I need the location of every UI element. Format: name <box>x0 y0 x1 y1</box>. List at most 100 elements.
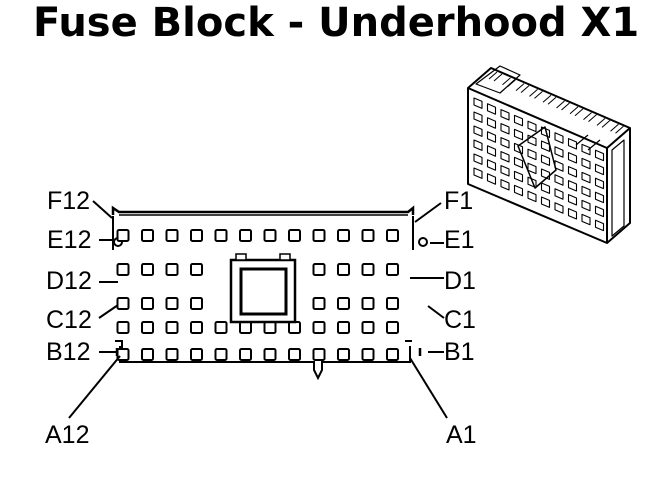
pin-cavity <box>141 348 154 361</box>
perspective-cavity <box>500 123 510 135</box>
perspective-rib <box>556 100 570 111</box>
pin-cavity <box>141 297 154 310</box>
perspective-cavity <box>581 143 591 156</box>
perspective-cavity <box>581 185 591 198</box>
perspective-cavity <box>594 163 605 176</box>
perspective-cavity <box>486 131 497 143</box>
center-latch <box>229 253 297 324</box>
pin-labels-left: F12 E12 D12 C12 B12 A12 <box>45 187 92 449</box>
perspective-cavity <box>554 160 564 172</box>
perspective-cavity <box>540 168 551 180</box>
pin-cavity <box>361 297 375 310</box>
perspective-rib <box>542 94 557 105</box>
perspective-cavity <box>554 202 564 214</box>
perspective-cavity <box>594 149 605 162</box>
pin-cavity <box>214 229 228 242</box>
pin-cavity <box>312 263 326 276</box>
perspective-cavity <box>594 191 605 204</box>
perspective-cavity <box>513 156 524 169</box>
perspective-cavity <box>473 139 483 151</box>
perspective-cavity <box>486 117 497 129</box>
pin-cavity <box>361 348 375 361</box>
perspective-cavity <box>554 174 564 186</box>
pin-cavity <box>361 263 375 276</box>
pin-cavity <box>386 297 399 310</box>
perspective-rib <box>488 71 503 82</box>
pin-cavity <box>116 297 130 310</box>
perspective-rib <box>610 123 624 134</box>
perspective-cavity <box>594 205 605 218</box>
perspective-cavity <box>500 165 510 177</box>
perspective-cavity <box>567 138 578 150</box>
pin-cavity <box>165 229 179 242</box>
perspective-cavity <box>500 179 510 191</box>
perspective-cavity <box>500 109 510 121</box>
perspective-cavity <box>554 146 564 158</box>
pin-cavity <box>361 321 375 334</box>
perspective-cavity <box>527 176 537 189</box>
pin-cavity <box>116 229 130 242</box>
perspective-cavity <box>540 196 551 208</box>
pin-cavity <box>263 348 277 361</box>
label-a12: A12 <box>45 421 89 449</box>
pin-cavity <box>386 229 399 242</box>
pin-cavity <box>190 348 203 361</box>
pin-cavity <box>239 348 252 361</box>
perspective-cavity <box>567 180 578 192</box>
perspective-cavity <box>581 171 591 184</box>
perspective-cavity <box>554 132 564 144</box>
label-f12: F12 <box>47 187 90 215</box>
pin-cavity <box>190 229 203 242</box>
connector-3d-view <box>467 65 631 244</box>
pin-cavity <box>214 321 228 334</box>
pin-cavity <box>141 263 154 276</box>
pin-cavity <box>239 321 252 334</box>
label-b12: B12 <box>46 338 90 366</box>
pin-cavity <box>165 263 179 276</box>
perspective-cavity <box>554 188 564 200</box>
pin-cavity <box>165 321 179 334</box>
perspective-cavity <box>486 103 497 115</box>
perspective-cavity <box>473 153 483 165</box>
perspective-cavity <box>581 213 591 226</box>
label-c12: C12 <box>46 306 92 334</box>
pin-cavity <box>165 297 179 310</box>
label-e1: E1 <box>444 226 475 254</box>
pin-cavity <box>263 321 277 334</box>
perspective-cavity <box>594 219 605 232</box>
label-a1: A1 <box>446 421 477 449</box>
pin-cavity <box>337 229 350 242</box>
perspective-cavity <box>567 152 578 164</box>
pin-cavity <box>263 229 277 242</box>
perspective-cavity <box>473 167 483 179</box>
perspective-cavity <box>527 190 537 203</box>
pin-cavity <box>190 321 203 334</box>
perspective-cavity <box>513 114 524 127</box>
pin-cavity <box>288 229 301 242</box>
perspective-cavity <box>567 194 578 206</box>
label-d1: D1 <box>444 267 476 295</box>
perspective-rib <box>515 83 530 93</box>
page-title: Fuse Block - Underhood X1 <box>33 0 640 46</box>
pin-cavity <box>190 263 203 276</box>
perspective-cavity <box>486 173 497 185</box>
pin-cavity <box>165 348 179 361</box>
label-e12: E12 <box>47 226 91 254</box>
pin-cavity <box>239 229 252 242</box>
leader-lines <box>68 200 448 419</box>
pin-cavity <box>288 321 301 334</box>
perspective-cavity <box>581 157 591 170</box>
pin-cavity <box>288 348 301 361</box>
perspective-cavity <box>513 184 524 197</box>
perspective-cavity <box>513 142 524 155</box>
pin-cavity <box>386 263 399 276</box>
perspective-rib <box>596 118 611 128</box>
perspective-rib <box>583 112 597 122</box>
perspective-cavity <box>540 182 551 194</box>
pin-cavity <box>190 297 203 310</box>
key-circle-right <box>418 237 428 247</box>
perspective-cavity <box>594 177 605 190</box>
pin-cavity <box>116 263 130 276</box>
label-b1: B1 <box>444 338 475 366</box>
perspective-cavity <box>473 111 483 123</box>
